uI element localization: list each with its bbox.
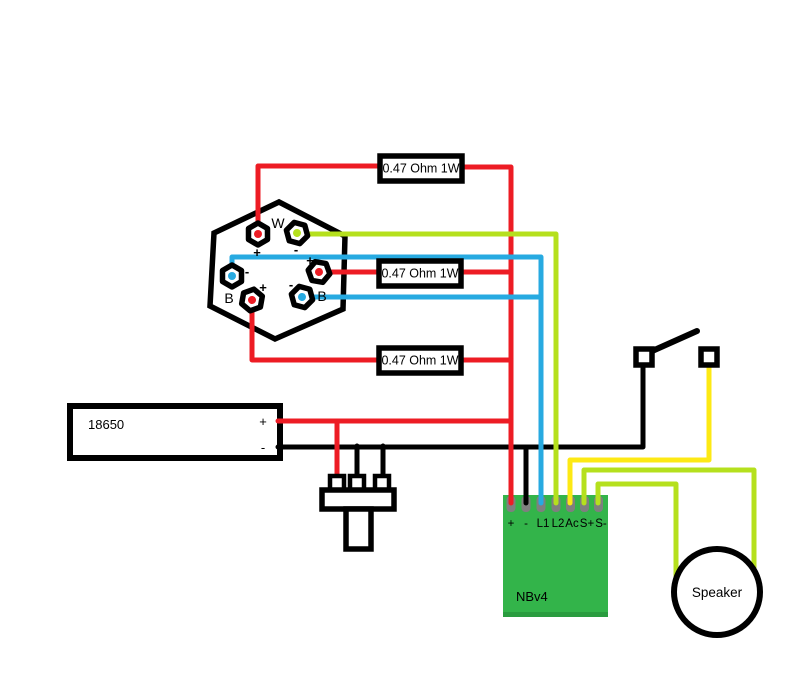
resistor-2-body: [376, 258, 464, 289]
pot-shaft: [343, 506, 374, 552]
battery-plus-sign: +: [259, 414, 267, 429]
wire-lime-splus-to-speaker: [581, 467, 757, 579]
wire-lime-sminus-to-speaker: [595, 481, 679, 592]
socket-b-left-label: B: [224, 290, 233, 306]
socket-pins: [219, 219, 333, 314]
resistor-2-label: 0.47 Ohm 1W: [381, 267, 458, 281]
battery-body: [67, 403, 283, 461]
switch-lever: [647, 328, 700, 355]
pot-body: [319, 487, 397, 512]
wire-yellow-ac-to-switch: [567, 363, 712, 506]
resistor-1: 0.47 Ohm 1W: [377, 153, 465, 184]
wire-red-pin5-to-resistor3: [249, 297, 381, 363]
wire-lime-pin2-to-board-l2: [294, 231, 559, 506]
speaker: Speaker: [671, 546, 763, 638]
wires: [229, 163, 757, 592]
board-terminal-splus: S+: [580, 518, 595, 530]
socket-pin3-hole: [228, 272, 236, 280]
socket-pin4-sign: +: [306, 253, 314, 268]
switch-terminal-left: [633, 346, 655, 368]
board-terminal-l1: L1: [537, 518, 550, 530]
resistor-2: 0.47 Ohm 1W: [376, 258, 464, 289]
resistor-1-label: 0.47 Ohm 1W: [382, 162, 459, 176]
battery-labels: 18650 + -: [88, 414, 267, 455]
socket-pin6-sign: -: [289, 277, 293, 292]
battery-label: 18650: [88, 417, 124, 432]
resistor-3-label: 0.47 Ohm 1W: [381, 354, 458, 368]
resistor-1-body: [377, 153, 465, 184]
socket-labels: W + - - + + - B B: [224, 215, 326, 306]
socket-pin4-hole: [315, 268, 323, 276]
socket-pin5-hole: [248, 296, 256, 304]
amp-board-labels: + - L1 L2 Ac S+ S- NBv4: [508, 518, 607, 604]
board-terminal-l2: L2: [552, 518, 565, 530]
power-switch: [633, 328, 720, 368]
socket-pin-5: [238, 286, 266, 314]
socket-pin-6: [288, 283, 316, 311]
socket-pin1-hole: [254, 230, 262, 238]
board-terminal-sminus: S-: [595, 518, 607, 530]
socket-pin6-hole: [298, 293, 306, 301]
board-terminal-plus: +: [508, 518, 515, 530]
speaker-label: Speaker: [692, 585, 743, 600]
socket-pin-1: [245, 220, 271, 248]
board-terminal-minus: -: [524, 518, 528, 530]
resistor-3: 0.47 Ohm 1W: [376, 345, 464, 376]
socket-pin2-sign: -: [294, 242, 298, 257]
wire-red-resistor1-to-board-plus: [458, 164, 514, 506]
amp-board-body: [503, 495, 608, 617]
socket-b-right-label: B: [317, 288, 326, 304]
wire-black-battery-neg-to-switch: [275, 363, 646, 450]
switch-terminal-right: [698, 346, 720, 368]
board-terminal-ac: Ac: [565, 518, 579, 530]
socket-w-label: W: [271, 215, 285, 231]
socket-pin5-sign: +: [259, 280, 267, 295]
socket-pin2-hole: [293, 229, 301, 237]
potentiometer: [319, 473, 397, 552]
socket-pin3-sign: -: [245, 264, 249, 279]
socket-pin-3: [219, 262, 245, 290]
board-name-label: NBv4: [516, 589, 548, 604]
wire-red-pin1-to-resistor1: [255, 163, 382, 237]
wire-blue-pin3-to-board-l1: [229, 254, 544, 506]
resistor-3-body: [376, 345, 464, 376]
speaker-body: [671, 546, 763, 638]
socket-pin1-sign: +: [253, 245, 261, 260]
socket-pin-4: [305, 258, 333, 286]
battery-minus-sign: -: [261, 440, 265, 455]
socket-pin-2: [283, 219, 311, 247]
amp-board-bottom-edge: [503, 612, 608, 617]
